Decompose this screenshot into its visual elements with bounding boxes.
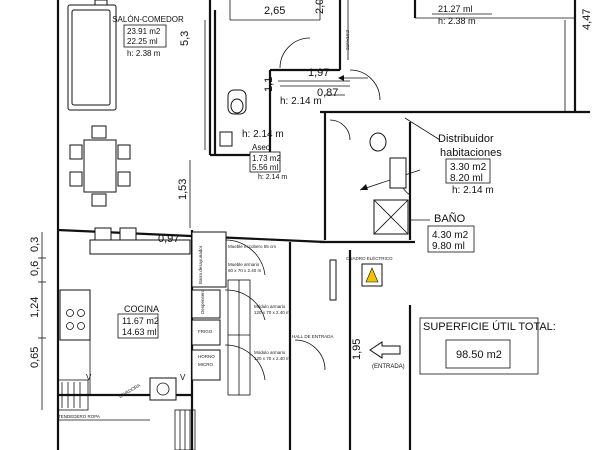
bano-perimeter: 9.80 ml: [432, 241, 465, 252]
pasillo-height: h: 2.14 m: [280, 96, 322, 107]
top-right-height: h: 2.38 m: [438, 16, 476, 26]
armario2-label: Módulo armario: [254, 304, 286, 309]
aseo-name: Aseo: [252, 143, 271, 152]
cuadro-label: CUADRO ELÉCTRICO: [346, 255, 393, 261]
summary-title: SUPERFICIE ÚTIL TOTAL:: [423, 320, 556, 333]
bano-name: BAÑO: [434, 212, 466, 225]
dim-124: 1,24: [29, 297, 41, 318]
estante-label: ESTANTE: [345, 30, 350, 50]
frigo-label: FRIGO: [198, 329, 213, 334]
dim-153: 1,53: [177, 179, 189, 200]
distribuidor-name-1: Distribuidor: [438, 133, 494, 145]
despensero-label: Despensero: [200, 289, 205, 314]
armario3-size: 120 x 70 x 2.40 m: [254, 356, 290, 361]
sofa: [67, 0, 117, 111]
dim-53: 5,3: [179, 31, 191, 46]
horno-label: HORNO: [198, 354, 215, 359]
salon-height: h: 2.38 m: [127, 49, 161, 58]
dim-197: 1,97: [308, 67, 329, 79]
dim-447: 4,47: [581, 9, 593, 30]
hall-label: HALL DE ENTRADA: [292, 334, 333, 339]
cocina-name: COCINA: [124, 304, 159, 314]
summary-value: 98.50 m2: [456, 349, 502, 361]
dining-table: [69, 125, 131, 207]
aseo-height: h: 2.14 m: [258, 174, 287, 181]
salon-perimeter: 22.25 ml: [127, 37, 158, 46]
armario1-size: 60 x 70 x 2.40 m: [228, 268, 262, 273]
dim-097: 0,97: [158, 233, 179, 245]
bano-fixtures: [369, 132, 409, 235]
distribuidor-perimeter: 8.20 ml: [450, 173, 483, 184]
salon-area: 23.91 m2: [127, 27, 161, 36]
aseo-area: 1.73 m2: [252, 154, 281, 163]
cocina-area: 11.67 m2: [122, 316, 159, 326]
aseo-fixtures: [219, 89, 247, 147]
distribuidor-area: 3.30 m2: [450, 162, 487, 173]
tendedero: [57, 379, 89, 411]
dim-06: 0,6: [29, 261, 41, 276]
v-label-2: V: [180, 373, 186, 382]
distribuidor-name-2: habitaciones: [440, 147, 502, 159]
bano-area: 4.30 m2: [432, 230, 469, 241]
dim-065: 0,65: [29, 347, 41, 368]
dim-03: 0,3: [29, 237, 41, 252]
aseo-height-outer: h: 2.14 m: [242, 129, 284, 140]
lavadora-label: LAVADORA: [118, 383, 141, 399]
armario3-label: Módulo armario: [254, 350, 286, 355]
top-right-area: 21.27 ml: [438, 4, 473, 14]
entrada-label: (ENTRADA): [372, 364, 405, 370]
armario1-label: Mueble armario: [228, 262, 260, 267]
distribuidor-height: h: 2.14 m: [452, 185, 494, 196]
dim-265: 2,65: [264, 5, 285, 17]
escobero-label: Mueble escobero 55 cm: [228, 244, 276, 249]
dim-087: 0,87: [317, 87, 338, 99]
bar-stools: [89, 227, 191, 255]
salon-name: SALÓN-COMEDOR: [112, 15, 184, 24]
dim-195: 1,95: [351, 339, 363, 360]
dim-11: 1,1: [263, 77, 275, 92]
aseo-perimeter: 5.56 ml: [252, 163, 278, 172]
dim-207: 2,07: [314, 0, 326, 14]
v-label-1: V: [86, 373, 92, 382]
kitchen-counter: [59, 289, 91, 395]
tendedero-label: TENDEDERO ROPA: [58, 414, 100, 419]
barra-label: Barra desayunador: [198, 245, 203, 284]
cocina-perimeter: 14.63 ml: [122, 327, 157, 337]
armario2-size: 120 x 70 x 2.40 m: [254, 310, 290, 315]
micro-label: MICRO: [198, 362, 213, 367]
